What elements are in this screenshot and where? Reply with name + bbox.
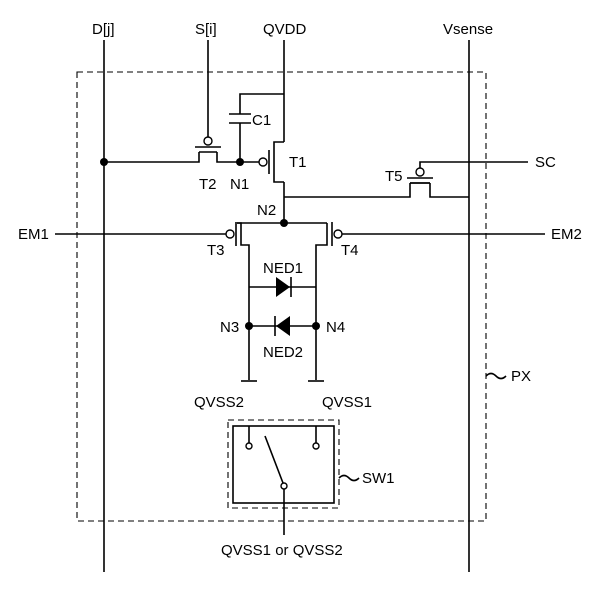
- label-em1: EM1: [18, 226, 49, 243]
- label-sw1: SW1: [362, 470, 395, 487]
- label-t4: T4: [341, 242, 359, 259]
- label-ned2: NED2: [263, 344, 303, 361]
- transistor-t2: [104, 137, 240, 162]
- label-sc: SC: [535, 154, 556, 171]
- label-dj: D[j]: [92, 21, 115, 38]
- label-vsense: Vsense: [443, 21, 493, 38]
- label-n3: N3: [220, 319, 239, 336]
- transistor-t5: [407, 168, 469, 197]
- sw1-leader: [339, 476, 359, 481]
- label-qvss2: QVSS2: [194, 394, 244, 411]
- pixel-boundary: [77, 72, 486, 521]
- t5-source-line: [284, 188, 410, 197]
- junction-dj: [100, 158, 108, 166]
- label-n4: N4: [326, 319, 345, 336]
- label-n1: N1: [230, 176, 249, 193]
- sc-line: [420, 162, 528, 168]
- label-si: S[i]: [195, 21, 217, 38]
- switch-sw1: [228, 420, 339, 535]
- transistor-t4: [316, 222, 342, 380]
- label-c1: C1: [252, 112, 271, 129]
- diode-ned1: [249, 277, 316, 297]
- label-qvdd: QVDD: [263, 21, 307, 38]
- label-t3: T3: [207, 242, 225, 259]
- junction-n3: [245, 322, 253, 330]
- label-ned1: NED1: [263, 260, 303, 277]
- label-t1: T1: [289, 154, 307, 171]
- label-qvss1: QVSS1: [322, 394, 372, 411]
- px-leader: [486, 374, 506, 379]
- label-t5: T5: [385, 168, 403, 185]
- label-bottom: QVSS1 or QVSS2: [221, 542, 343, 559]
- diode-ned2: [249, 316, 316, 336]
- label-px: PX: [511, 368, 531, 385]
- label-t2: T2: [199, 176, 217, 193]
- junction-n4: [312, 322, 320, 330]
- label-n2: N2: [257, 202, 276, 219]
- transistor-t3: [226, 222, 249, 380]
- label-em2: EM2: [551, 226, 582, 243]
